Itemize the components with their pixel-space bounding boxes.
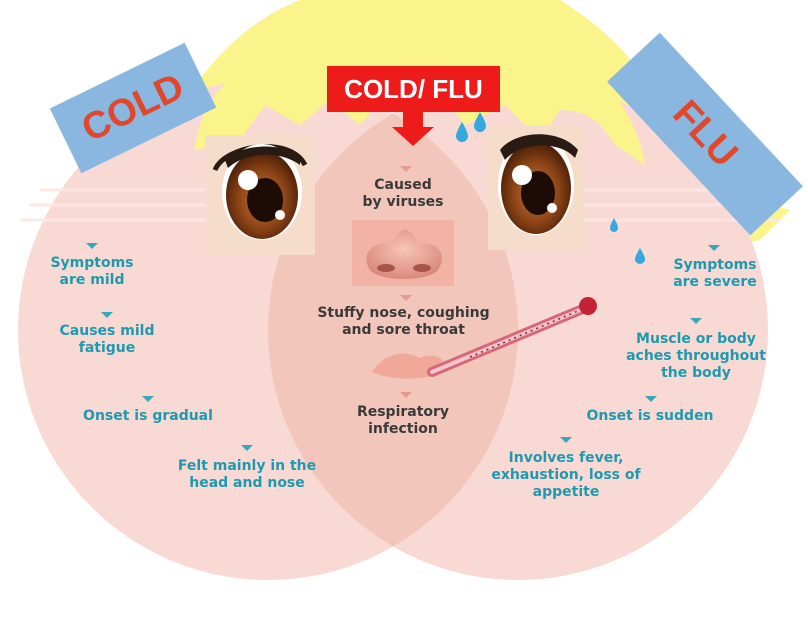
right-eye <box>488 125 583 250</box>
marker-icon <box>708 245 720 251</box>
flu-item-3: Onset is sudden <box>586 408 714 424</box>
marker-icon <box>645 396 657 402</box>
title-arrow <box>392 111 434 146</box>
marker-icon <box>241 445 253 451</box>
marker-icon <box>400 295 412 301</box>
marker-icon <box>400 166 412 172</box>
marker-icon <box>400 392 412 398</box>
cold-item-3: Onset is gradual <box>83 408 213 424</box>
marker-icon <box>560 437 572 443</box>
marker-icon <box>142 396 154 402</box>
overlap-region <box>268 80 518 580</box>
nose-image <box>352 220 454 286</box>
marker-icon <box>86 243 98 249</box>
page-title: COLD/ FLU <box>327 66 500 112</box>
left-eye <box>205 135 315 255</box>
marker-icon <box>690 318 702 324</box>
marker-icon <box>101 312 113 318</box>
thermometer <box>427 297 597 377</box>
sweat-drops <box>456 112 645 264</box>
